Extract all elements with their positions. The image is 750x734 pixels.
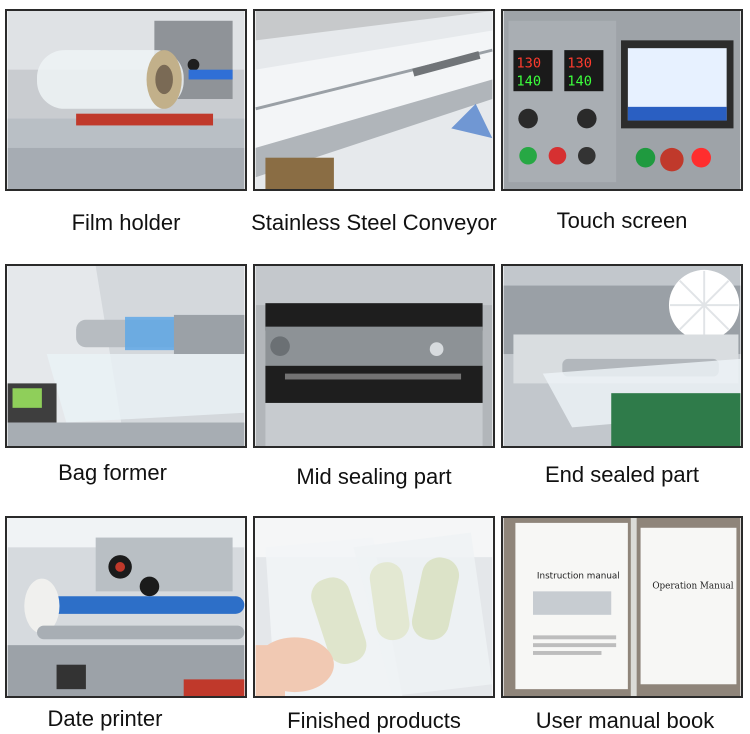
- photo-end-sealed-part: [501, 264, 743, 448]
- caption-stainless-steel-conveyor: Stainless Steel Conveyor: [251, 210, 497, 235]
- photo-touch-screen: 130 140 130 140: [501, 9, 743, 191]
- caption-bag-former: Bag former: [58, 460, 167, 485]
- photo-bag-former: [5, 264, 247, 448]
- photo-user-manual-book: Instruction manual Operation Manual: [501, 516, 743, 698]
- right-temp-display: 130: [567, 56, 592, 72]
- photo-stainless-steel-conveyor: [253, 9, 495, 191]
- instruction-manual-title: Instruction manual: [537, 572, 620, 582]
- caption-date-printer: Date printer: [47, 706, 163, 731]
- caption-end-sealed-part: End sealed part: [544, 462, 700, 487]
- photo-film-holder: [5, 9, 247, 191]
- photo-finished-products: [253, 516, 495, 698]
- left-temp-display: 130: [516, 56, 541, 72]
- operation-manual-title: Operation Manual: [652, 581, 733, 591]
- right-temp-display-2: 140: [567, 73, 592, 89]
- caption-finished-products: Finished products: [287, 708, 461, 733]
- caption-film-holder: Film holder: [71, 210, 181, 235]
- photo-date-printer: [5, 516, 247, 698]
- caption-user-manual-book: User manual book: [535, 708, 715, 733]
- left-temp-display-2: 140: [516, 73, 541, 89]
- caption-touch-screen: Touch screen: [556, 208, 688, 233]
- photo-mid-sealing-part: [253, 264, 495, 448]
- caption-mid-sealing-part: Mid sealing part: [296, 464, 452, 489]
